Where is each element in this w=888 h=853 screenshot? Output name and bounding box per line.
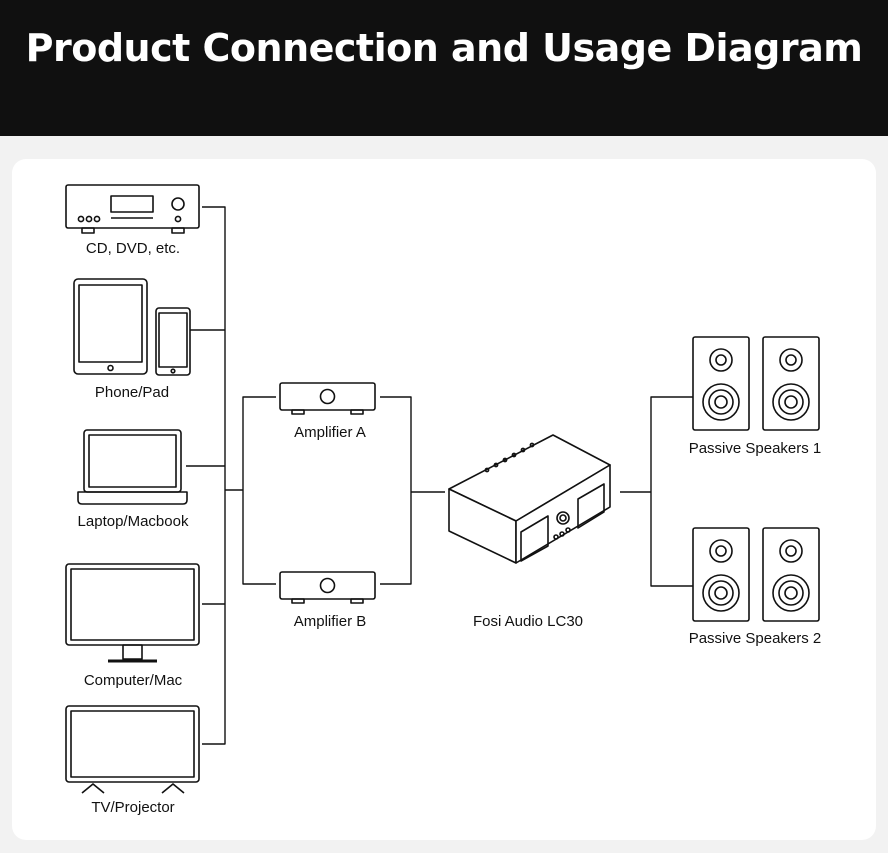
amplifier-b-label: Amplifier B [293, 613, 367, 630]
laptop-icon [77, 429, 188, 505]
speaker-pair-1-icon [692, 336, 820, 431]
source-label-cd: CD, DVD, etc. [85, 240, 181, 257]
speakers-2-label: Passive Speakers 2 [688, 630, 822, 647]
source-label-laptop: Laptop/Macbook [77, 513, 189, 530]
product-label: Fosi Audio LC30 [472, 613, 584, 630]
source-label-phone-pad: Phone/Pad [94, 384, 170, 401]
amplifier-a-label: Amplifier A [294, 424, 366, 441]
connector-lines [186, 206, 693, 745]
source-label-tv: TV/Projector [91, 799, 175, 816]
tv-icon [65, 705, 200, 794]
speaker-pair-2-icon [692, 527, 820, 622]
preamp-switcher-icon [448, 434, 611, 564]
source-label-computer: Computer/Mac [83, 672, 183, 689]
page-title: Product Connection and Usage Diagram [25, 26, 863, 70]
amplifier-b-icon [279, 571, 376, 604]
tablet-phone-icon [73, 278, 191, 376]
cd-player-icon [65, 184, 200, 234]
monitor-icon [65, 563, 200, 663]
amplifier-a-icon [279, 382, 376, 415]
header-banner: Product Connection and Usage Diagram [0, 0, 888, 136]
speakers-1-label: Passive Speakers 1 [688, 440, 822, 457]
diagram-panel [12, 159, 876, 840]
